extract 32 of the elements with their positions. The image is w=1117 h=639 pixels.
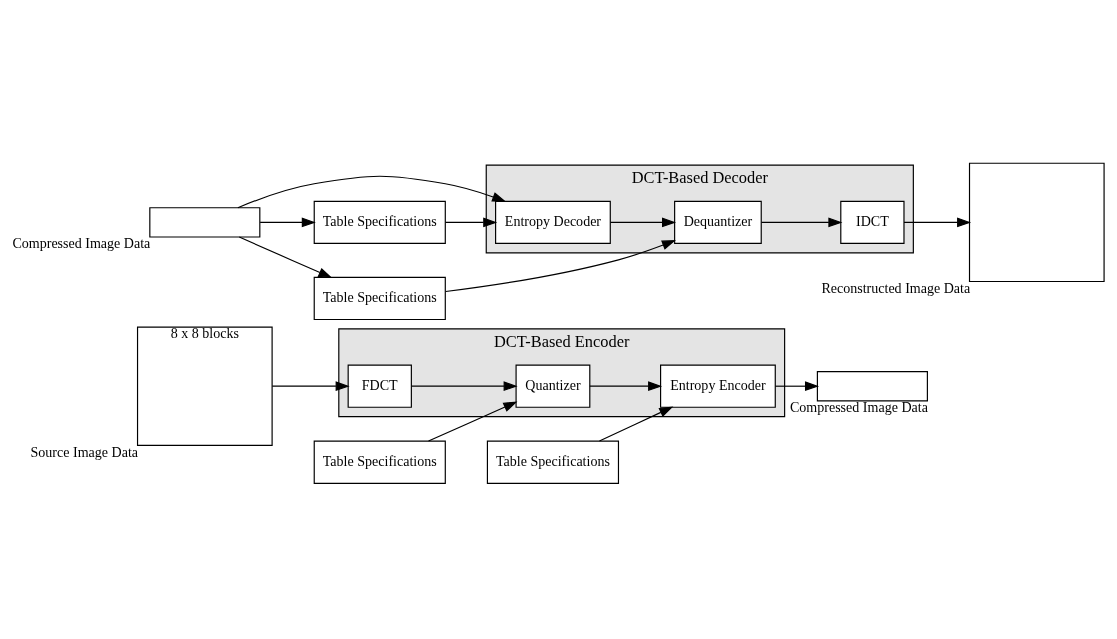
arrow [410, 381, 518, 392]
node-box [149, 207, 261, 238]
arrow [427, 401, 518, 442]
node-box: Table Specifications [313, 276, 446, 321]
node-box: 8 x 8 blocks [136, 326, 273, 446]
node-label: Source Image Data [30, 443, 139, 460]
arrow [237, 175, 507, 209]
arrow [238, 236, 333, 279]
arrow [445, 240, 676, 293]
node-label: Compressed Image Data [789, 399, 928, 416]
node-box [968, 162, 1105, 283]
node-box: Table Specifications [313, 440, 446, 484]
node-box: Table Specifications [486, 440, 620, 484]
arrow [444, 217, 498, 228]
node-label: Compressed Image Data [12, 235, 151, 252]
arrow [271, 381, 350, 392]
node-label: Reconstructed Image Data [821, 279, 971, 296]
arrow [774, 381, 820, 392]
node-box [816, 371, 928, 402]
node-box: IDCT [840, 200, 905, 245]
node-box: Quantizer [515, 364, 591, 408]
node-box: Table Specifications [313, 200, 446, 245]
arrow [903, 217, 972, 228]
arrow [609, 217, 677, 228]
arrow [598, 406, 674, 442]
arrow [760, 217, 843, 228]
node-box: Dequantizer [674, 200, 762, 245]
node-box: Entropy Encoder [660, 364, 776, 408]
arrow [589, 381, 663, 392]
node-box: Entropy Decoder [495, 200, 611, 245]
node-box: FDCT [347, 364, 412, 408]
arrow [259, 217, 316, 228]
